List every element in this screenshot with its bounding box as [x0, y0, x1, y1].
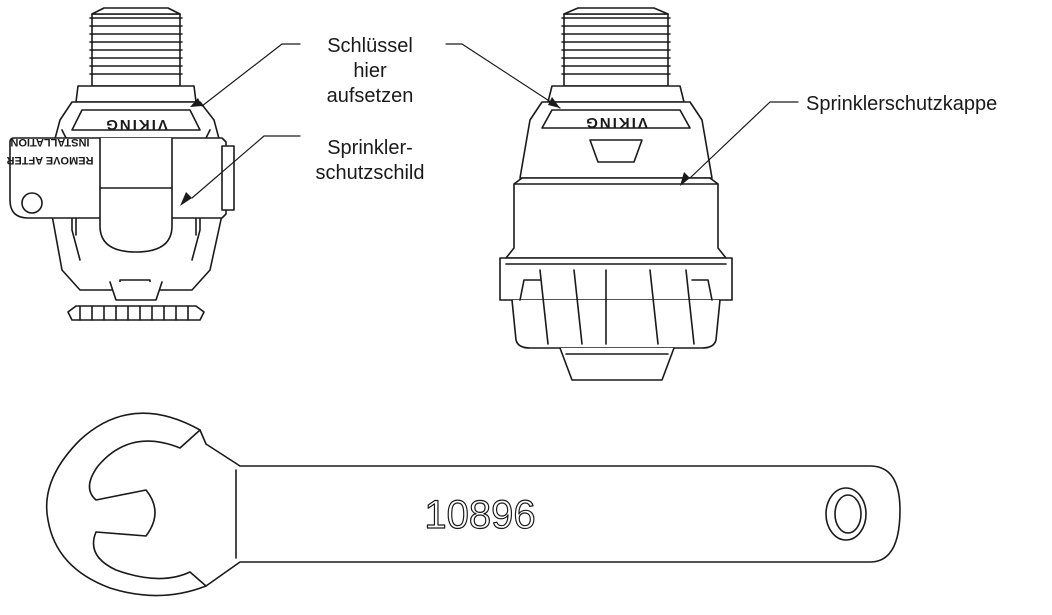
callout-shield-line2: schutzschild: [315, 162, 425, 184]
callout-wrench-position: Schlüssel hier aufsetzen: [306, 34, 434, 109]
leader-wrench-right: [445, 43, 561, 109]
tag-text-line1: REMOVE AFTER: [6, 154, 93, 166]
thread-right: [561, 7, 671, 87]
callout-wrench-line1: Schlüssel: [327, 35, 413, 57]
callout-sprinkler-shield: Sprinkler- schutzschild: [306, 136, 434, 186]
brand-marking-right: VIKING: [584, 114, 648, 131]
leader-shield: [191, 135, 301, 199]
leader-lines: [180, 43, 799, 206]
sprinkler-with-shield: VIKING REMOVE AFTER INSTALLATION: [6, 7, 235, 321]
wrench-number: 10896: [424, 493, 535, 537]
callout-wrench-line3: aufsetzen: [326, 85, 414, 107]
leader-wrench-left: [201, 43, 301, 107]
callout-shield-line1: Sprinkler-: [327, 137, 413, 159]
brand-marking-left: VIKING: [104, 116, 168, 133]
tag-text-line2: INSTALLATION: [10, 136, 89, 148]
callout-wrench-line2: hier: [353, 60, 387, 82]
collar-left: [75, 85, 197, 103]
thread-left: [89, 7, 183, 87]
leader-cap: [689, 101, 799, 179]
sprinkler-shield: REMOVE AFTER INSTALLATION: [6, 136, 235, 253]
deflector-left: [67, 281, 205, 321]
callout-sprinkler-cap: Sprinklerschutzkappe: [806, 93, 998, 115]
wrench-body: [45, 412, 901, 597]
shield-hole: [21, 192, 43, 214]
wrench-hole: [825, 487, 867, 541]
collar-right: [547, 85, 685, 103]
sprinkler-with-cap: VIKING: [499, 7, 733, 381]
sprinkler-wrench: 10896: [45, 412, 901, 597]
sprinkler-protective-cap: [499, 177, 733, 381]
